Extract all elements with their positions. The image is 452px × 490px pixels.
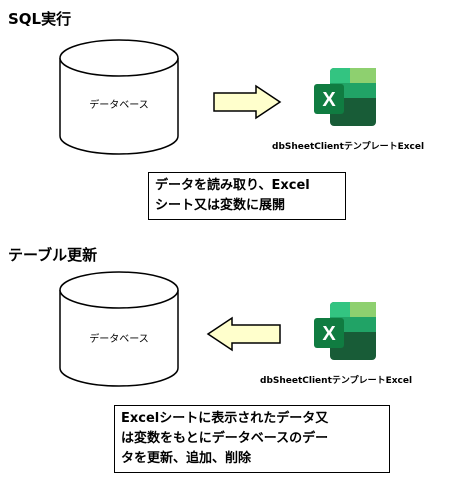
- callout-line: タを更新、追加、削除: [121, 451, 252, 466]
- excel-letter: X: [322, 89, 336, 111]
- callout-update: Excelシートに表示されたデータ又 は変数をもとにデータベースのデー タを更新…: [114, 405, 390, 473]
- database-label-bottom: データベース: [89, 334, 149, 345]
- excel-letter: X: [322, 323, 336, 345]
- callout-sql: データを読み取り、Excel シート又は変数に展開: [148, 172, 346, 220]
- excel-icon: X: [314, 302, 376, 360]
- database-label-top: データベース: [89, 100, 149, 111]
- callout-line: は変数をもとにデータベースのデー: [121, 431, 329, 446]
- excel-label-top: dbSheetClientテンプレートExcel: [272, 142, 425, 152]
- excel-icon: X: [314, 68, 376, 126]
- excel-label-bottom: dbSheetClientテンプレートExcel: [260, 376, 413, 386]
- callout-line: シート又は変数に展開: [155, 198, 286, 213]
- section-title-sql: SQL実行: [8, 10, 72, 28]
- arrow-left: [206, 316, 281, 352]
- section-title-update: テーブル更新: [8, 246, 98, 264]
- callout-line: Excelシートに表示されたデータ又: [121, 411, 329, 426]
- database-cylinder-bottom: [59, 271, 179, 387]
- arrow-right: [213, 84, 282, 120]
- callout-line: データを読み取り、Excel: [155, 178, 310, 193]
- database-cylinder-top: [59, 39, 179, 155]
